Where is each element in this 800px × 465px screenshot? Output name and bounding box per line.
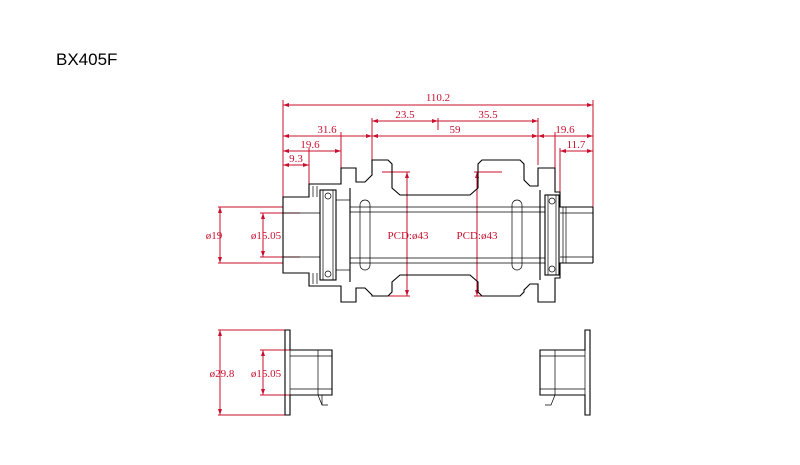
dim-pcd-right: PCD:ø43 [457,230,498,242]
dim-left-bearing: 19.6 [300,139,320,151]
right-adapter [539,329,591,416]
dim-flange-left: 23.5 [395,109,415,121]
dim-left-endcap: 9.3 [289,153,303,165]
dim-center: 59 [450,124,462,136]
dim-pcd-left: PCD:ø43 [388,230,429,242]
dim-axle-dia: ø19 [206,230,223,242]
dimension-lines [218,100,594,416]
dim-left-outer: 31.6 [317,124,337,136]
dim-overall: 110.2 [426,92,450,104]
model-title: BX405F [56,50,118,69]
hub-body [282,159,594,303]
dim-adapter-bore: ø15.05 [251,368,282,380]
dim-bore-dia: ø15.05 [251,230,282,242]
dim-adapter-dia: ø29.8 [210,368,235,380]
left-adapter [284,329,333,416]
dim-flange-right: 35.5 [478,109,498,121]
dim-right-outer: 19.6 [555,124,575,136]
dim-right-endcap: 11.7 [567,139,586,151]
